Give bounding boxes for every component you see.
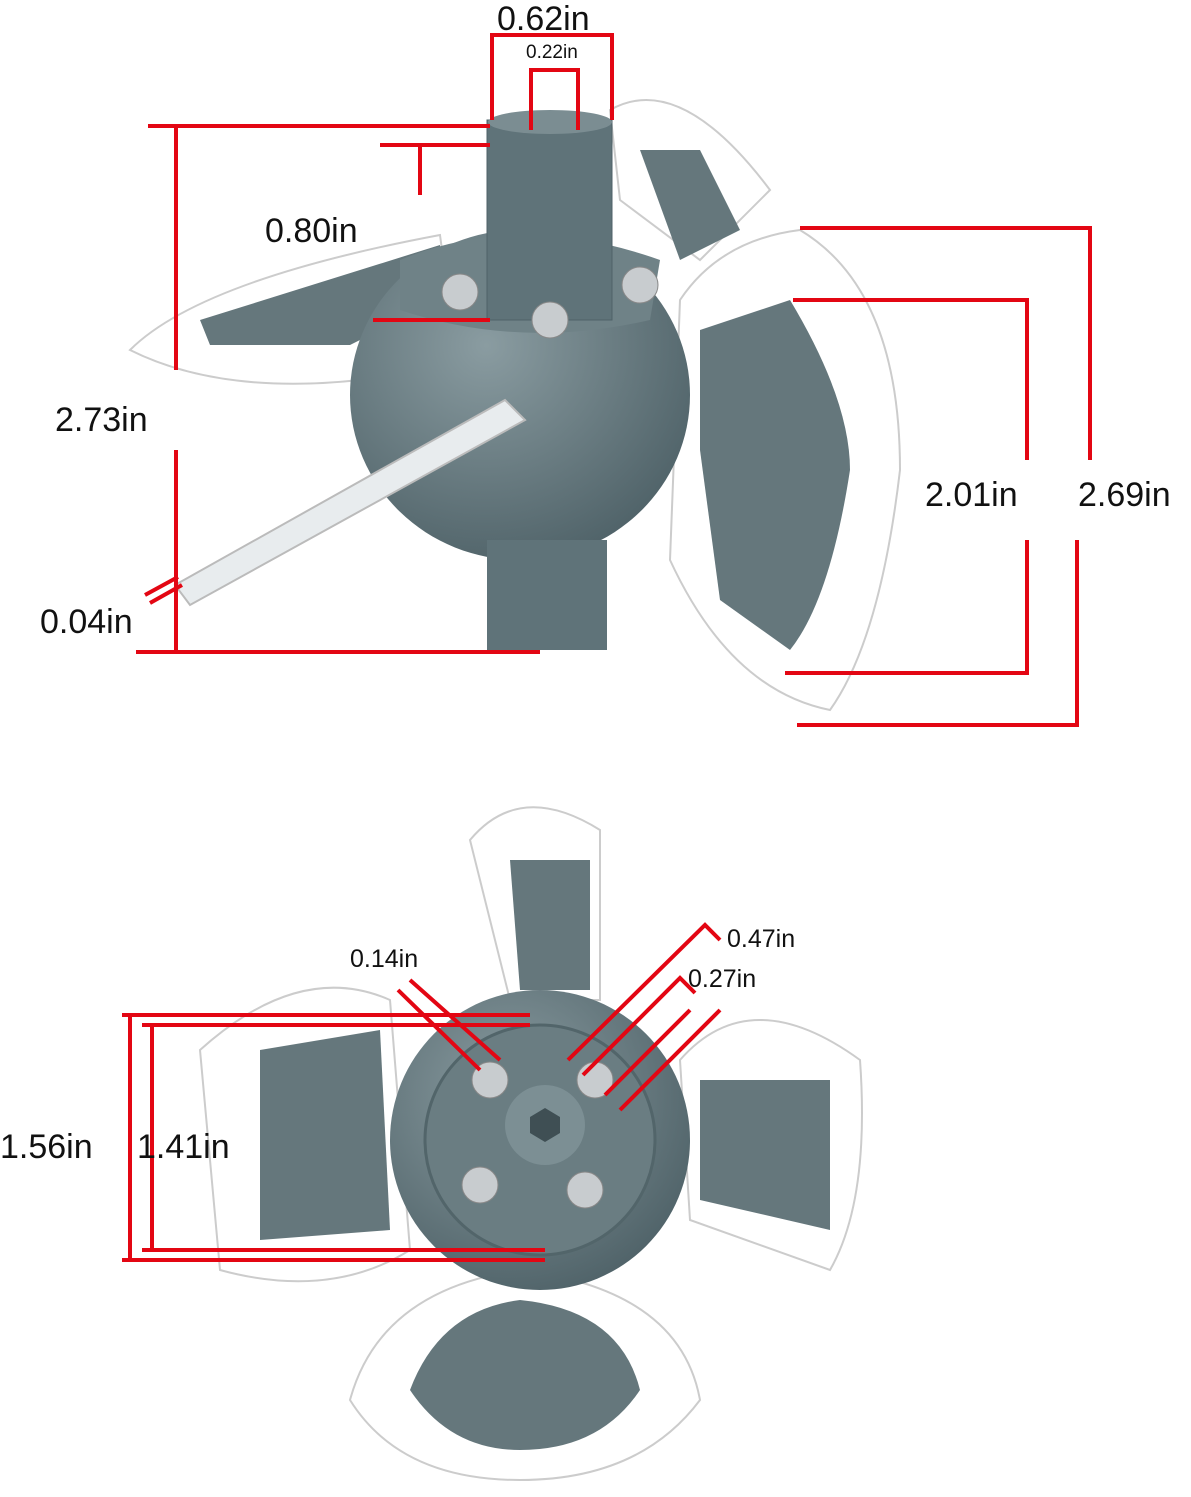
label-total-height: 2.73in	[55, 401, 148, 439]
dim-brush-inner	[785, 298, 1029, 675]
hex-socket	[530, 1108, 560, 1142]
bolt	[566, 1171, 604, 1209]
dim-hub-outer	[122, 1013, 545, 1262]
bolt	[621, 266, 659, 304]
label-bolt-diameter: 0.14in	[350, 945, 419, 973]
bolt	[471, 1061, 509, 1099]
label-bolt-spacing-outer: 0.47in	[727, 925, 796, 953]
dim-hex-outer	[490, 33, 614, 120]
bolt	[461, 1166, 499, 1204]
bottom-view-product	[198, 806, 863, 1482]
label-blade-thickness: 0.04in	[40, 603, 133, 641]
label-shaft-height: 0.80in	[265, 212, 358, 250]
label-hex-outer: 0.62in	[497, 0, 590, 38]
bolt	[531, 301, 569, 339]
hex-shaft	[486, 119, 613, 321]
label-bolt-spacing-inner: 0.27in	[688, 965, 757, 993]
dim-shaft-height	[373, 143, 490, 322]
label-hub-outer: 1.56in	[0, 1128, 93, 1166]
label-hex-inner: 0.22in	[526, 42, 578, 63]
dim-blade-thickness	[144, 575, 183, 605]
dim-hex-inner	[529, 68, 580, 130]
label-paddle-height: 2.69in	[1078, 476, 1171, 514]
bolt	[441, 273, 479, 311]
label-brush-inner: 2.01in	[925, 476, 1018, 514]
dimension-lines	[122, 33, 1092, 1262]
dim-bolt-inner	[581, 975, 697, 1097]
dim-paddle	[797, 226, 1092, 727]
bottom-shaft	[487, 540, 607, 650]
dim-bolt-outer	[566, 922, 722, 1112]
dim-hub-inner	[142, 1023, 545, 1252]
blade	[173, 398, 527, 607]
top-view-product	[128, 99, 902, 712]
label-hub-inner: 1.41in	[137, 1128, 230, 1166]
dim-total-height	[136, 124, 540, 654]
dim-bolt-dia	[396, 978, 502, 1072]
